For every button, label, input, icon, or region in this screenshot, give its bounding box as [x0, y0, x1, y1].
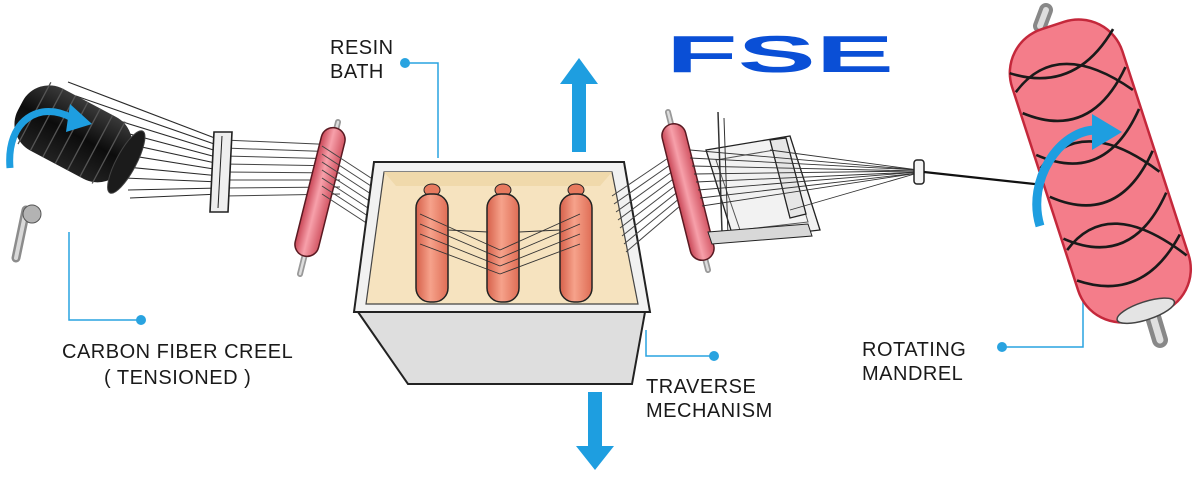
fibers-to-eyelet: [689, 149, 919, 211]
bath-fibers: [419, 213, 581, 275]
flow-arrow-down-icon: [576, 392, 614, 470]
guide-roller-left: [294, 119, 346, 277]
carbon-fiber-creel: [6, 81, 146, 263]
bath-roller-3: [559, 183, 593, 303]
rotating-mandrel: [1008, 3, 1193, 348]
fibers-out-of-bath: [611, 149, 681, 253]
fse-logo: FSE: [666, 26, 894, 84]
callout-mandrel-line: [1002, 290, 1084, 348]
resin-bath: [352, 161, 652, 385]
logo-text: FSE: [666, 26, 894, 84]
guide-comb: [209, 131, 233, 213]
bath-rollers: [415, 183, 593, 303]
callout-resin-line: [405, 62, 439, 158]
label-rotating-mandrel: ROTATING MANDREL: [862, 339, 967, 385]
flow-arrow-up-icon: [560, 58, 598, 152]
rotation-arrow-icon: [6, 107, 74, 169]
label-resin-bath: RESIN BATH: [330, 37, 394, 83]
rotation-arrow-icon: [1032, 125, 1097, 228]
bath-roller-2: [486, 183, 520, 303]
callout-dots: [136, 58, 1007, 361]
traverse-mechanism: [705, 111, 821, 245]
eyelet: [913, 159, 925, 185]
guide-roller-right: [661, 109, 715, 273]
label-traverse-mechanism: TRAVERSE MECHANISM: [646, 376, 773, 422]
label-carbon-fiber-creel: CARBON FIBER CREEL ( TENSIONED ): [62, 341, 294, 389]
callout-traverse-line: [645, 330, 714, 357]
callout-lines: [68, 62, 1084, 357]
callout-creel-line: [68, 232, 140, 321]
bath-roller-1: [415, 183, 449, 303]
